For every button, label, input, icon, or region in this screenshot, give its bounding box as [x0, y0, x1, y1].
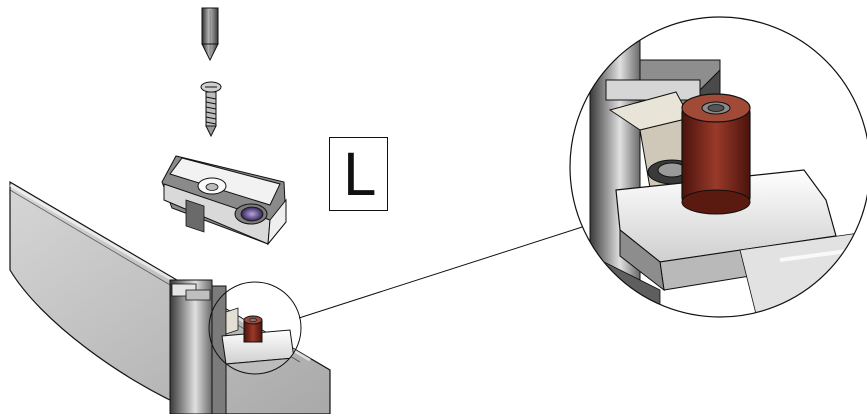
detail-magnifier-circle [569, 16, 867, 318]
drill-bit-icon [201, 7, 219, 62]
step-label-box: L [329, 137, 388, 211]
frame-profile [169, 279, 227, 415]
mounting-bracket-icon [161, 155, 287, 246]
screw-icon [200, 81, 222, 138]
detail-source-circle [208, 281, 302, 375]
callout-leader-line [298, 219, 605, 319]
step-label: L [342, 141, 375, 209]
